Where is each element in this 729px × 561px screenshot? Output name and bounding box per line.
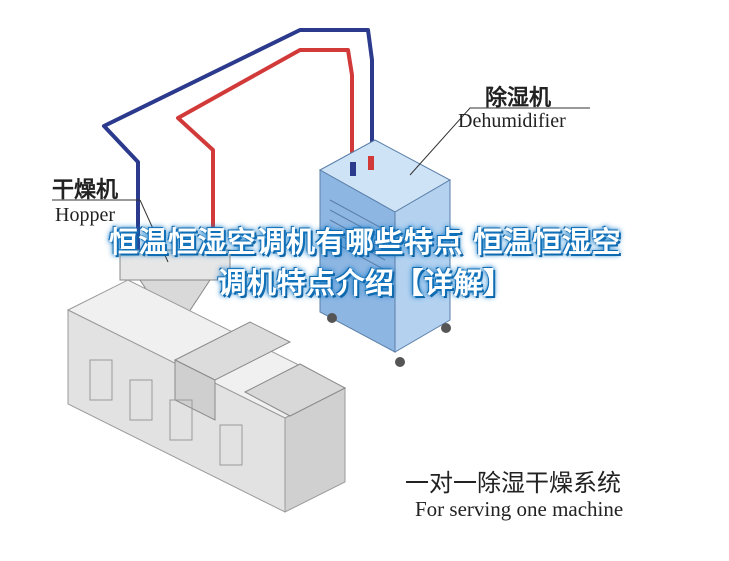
dehumidifier-leader (409, 107, 590, 176)
hopper-label-cn: 干燥机 (52, 178, 119, 203)
dehumidifier-label-en: Dehumidifier (458, 110, 566, 132)
system-label-cn: 一对一除湿干燥系统 (405, 469, 621, 497)
dehumidifier-label-cn: 除湿机 (485, 86, 552, 111)
red-pipe (176, 48, 354, 252)
injection-machine (66, 279, 347, 513)
system-label-en: For serving one machine (415, 497, 624, 521)
pipes (102, 28, 374, 252)
hopper-leader-tail (139, 199, 169, 263)
dehumidifier-unit (318, 139, 452, 367)
overlay-title: 恒温恒湿空调机有哪些特点 恒温恒湿空调机特点介绍【详解】 (108, 225, 622, 300)
hopper-label-en: Hopper (55, 204, 115, 226)
blue-pipe (102, 28, 374, 252)
leader-lines (52, 107, 590, 263)
